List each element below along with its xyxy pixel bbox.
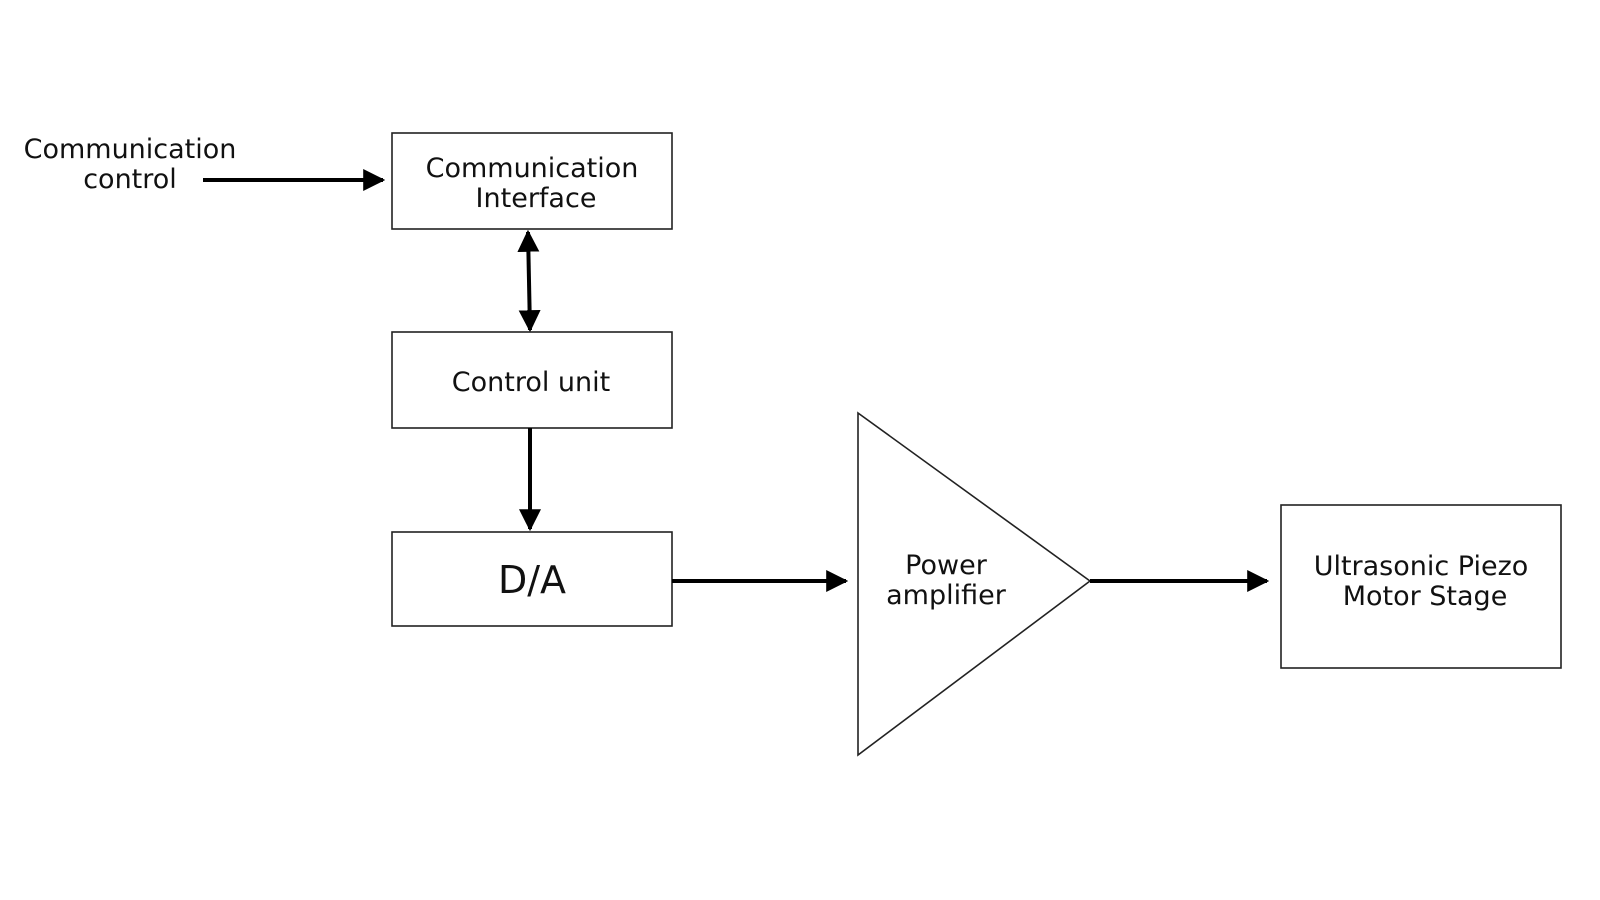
control-unit-label: Control unit	[452, 367, 611, 398]
da-label: D/A	[498, 558, 566, 602]
communication-control-line1: Communication	[24, 134, 237, 165]
motor-stage-box	[1280, 504, 1562, 669]
communication-control-line2: control	[83, 164, 177, 195]
da-block: D/A	[391, 531, 673, 627]
power-amplifier-triangle	[857, 411, 1092, 757]
motor-stage-line1: Ultrasonic Piezo	[1314, 551, 1529, 582]
power-amplifier-line1: Power	[905, 550, 988, 581]
da-box	[391, 531, 673, 627]
communication-interface-line1: Communication	[426, 153, 639, 184]
communication-control-label: Communication control	[24, 134, 237, 195]
control-unit-box	[391, 331, 673, 429]
motor-stage-line2: Motor Stage	[1343, 581, 1508, 612]
power-amplifier-line2: amplifier	[886, 580, 1007, 611]
communication-interface-box	[391, 132, 673, 230]
communication-interface-line2: Interface	[476, 183, 597, 214]
motor-stage-block: Ultrasonic Piezo Motor Stage	[1280, 504, 1562, 669]
power-amplifier-block: Power amplifier	[857, 411, 1092, 757]
communication-interface-block: Communication Interface	[391, 132, 673, 230]
control-unit-block: Control unit	[391, 331, 673, 429]
arrow-interface-control-bidirectional	[517, 229, 541, 333]
